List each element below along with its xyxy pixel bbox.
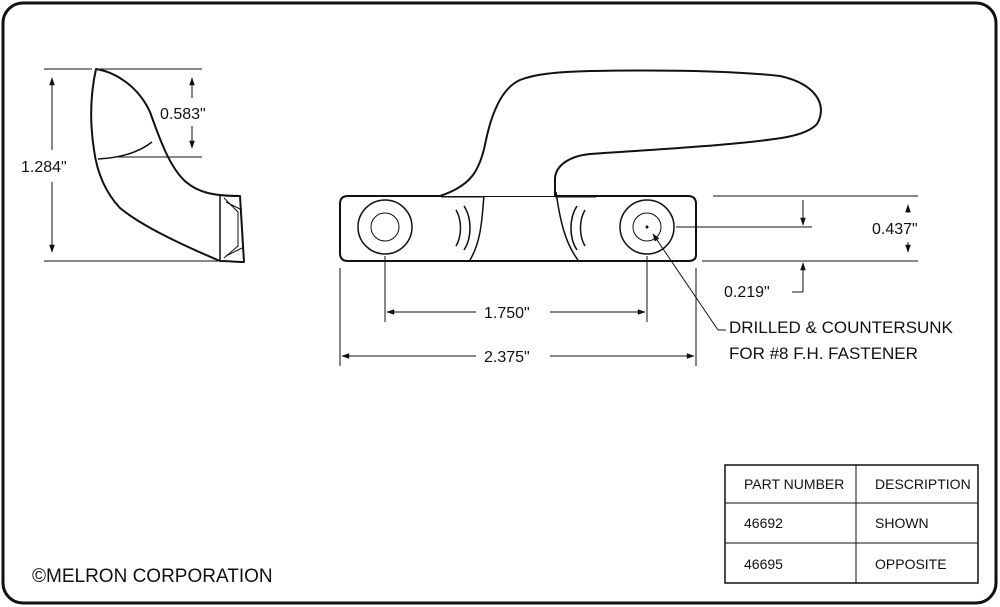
table-header-part-number: PART NUMBER (744, 476, 844, 492)
fillet-left (469, 195, 485, 261)
side-view-bevel-top (225, 201, 243, 211)
hole-left-countersink (357, 199, 413, 255)
table-cell-desc-2: OPPOSITE (875, 556, 947, 572)
side-view-outline (90, 68, 245, 263)
parts-table: PART NUMBER DESCRIPTION 46692 SHOWN 4669… (724, 464, 979, 584)
hole-right-center (645, 225, 649, 229)
copyright-text: ©MELRON CORPORATION (32, 566, 273, 587)
table-frame (724, 464, 979, 584)
dim-height-overall: 1.284" (21, 159, 67, 176)
dim-base-length: 2.375" (484, 349, 530, 366)
grip-mark-right-1 (570, 205, 578, 251)
grip-mark-left-1 (455, 209, 462, 247)
side-view: 1.284" 0.583" (21, 68, 245, 263)
callout-leader (652, 233, 719, 331)
table-cell-part-2: 46695 (744, 556, 783, 572)
hole-right-countersink (619, 199, 675, 255)
dim-hole-spacing: 1.750" (484, 305, 530, 322)
grip-mark-right-2 (579, 209, 586, 247)
base-plate (339, 195, 697, 262)
side-view-hook-curve (97, 141, 153, 160)
callout-line-1: DRILLED & COUNTERSUNK (729, 318, 954, 337)
callout-line-2: FOR #8 F.H. FASTENER (729, 344, 918, 363)
dim-height-hook: 0.583" (160, 106, 206, 123)
hole-right-bore (632, 212, 662, 242)
grip-mark-left-2 (463, 205, 471, 251)
fillet-right (555, 191, 579, 261)
dim-hole-center-height: 0.219" (724, 284, 770, 301)
table-cell-desc-1: SHOWN (875, 515, 929, 531)
dim-base-height: 0.437" (872, 221, 918, 238)
front-view: 1.750" 2.375" 0.437" 0.219" DRILLED & CO… (339, 69, 954, 366)
handle-arm (439, 69, 822, 197)
table-cell-part-1: 46692 (744, 515, 783, 531)
table-header-description: DESCRIPTION (875, 476, 971, 492)
side-view-bevel-bottom (225, 247, 243, 257)
hole-left-bore (370, 212, 400, 242)
